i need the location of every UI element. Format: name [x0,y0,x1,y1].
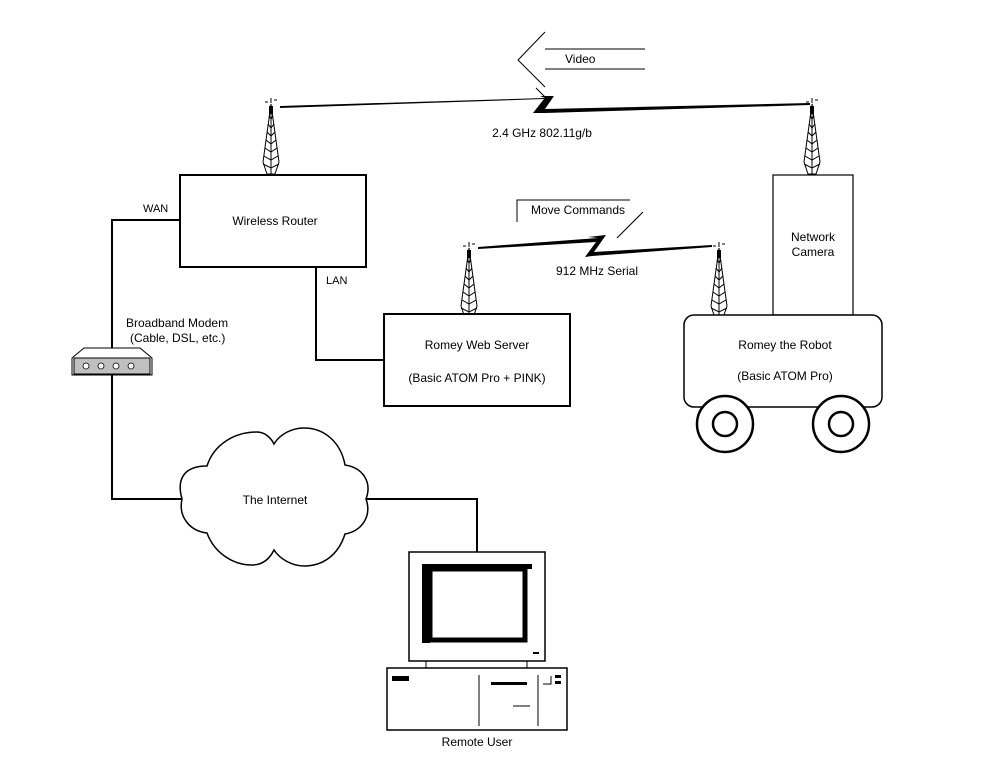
remote-user-label: Remote User [442,735,513,749]
network-camera-box[interactable] [772,174,854,316]
computer-icon[interactable] [386,551,568,731]
wan-label: WAN [143,203,168,215]
web-server-label-line2: (Basic ATOM Pro + PINK) [408,371,545,385]
internet-user-cable [366,498,478,552]
modem-internet-cable [111,375,182,500]
server-antenna-icon [460,241,478,321]
wifi-band-label: 2.4 GHz 802.11g/b [492,126,592,140]
modem-label-line2: (Cable, DSL, etc.) [130,331,225,345]
modem-label-line1: Broadband Modem [126,316,228,330]
serial-band-label: 912 MHz Serial [556,264,638,278]
wan-cable [111,219,180,349]
robot-label-line2: (Basic ATOM Pro) [737,369,833,383]
camera-antenna-icon [803,97,821,177]
camera-label-line2: Camera [792,245,835,259]
camera-label-line1: Network [791,230,836,244]
video-label: Video [565,52,596,66]
lan-cable [315,267,384,361]
robot-antenna-icon [710,241,728,321]
robot-label-line1: Romey the Robot [738,338,832,352]
modem-icon [71,347,153,376]
lan-label: LAN [326,275,347,287]
web-server-label-line1: Romey Web Server [425,338,529,352]
router-antenna-icon [262,97,280,177]
internet-label: The Internet [243,493,308,507]
serial-link-bolt [478,235,712,257]
wifi-link-bolt [280,87,810,113]
move-commands-callout [516,199,644,239]
web-server-box[interactable] [383,313,571,407]
wireless-router-label: Wireless Router [232,214,317,228]
robot-wheel-left-icon [695,394,755,454]
wireless-router-box[interactable] [179,174,367,268]
video-arrow [517,31,645,88]
robot-wheel-right-icon [811,394,871,454]
robot-body[interactable] [683,314,883,408]
move-commands-label: Move Commands [531,203,625,217]
